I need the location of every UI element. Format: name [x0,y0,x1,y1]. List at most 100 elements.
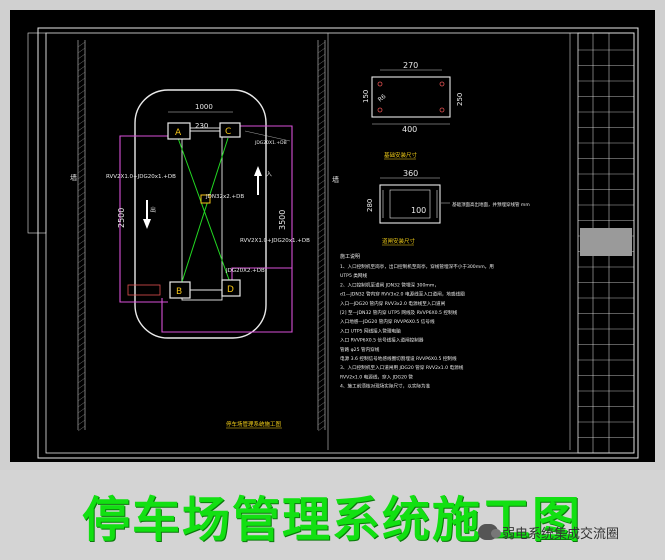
hatch-stroke [77,401,86,408]
hatch-stroke [317,131,326,138]
watermark-text: 弱电系统集成交流圈 [502,526,620,542]
hatch-stroke [77,125,86,132]
hatch-stroke [77,185,86,192]
hatch-stroke [77,383,86,390]
device-d: D [221,279,241,297]
hatch-stroke [317,425,326,432]
hatch-stroke [77,119,86,126]
hatch-stroke [317,257,326,264]
wechat-icon [478,524,501,540]
note-line: 入口 RVVP6X0.5 信号线接入道闸控制器 [340,337,424,344]
hatch-stroke [317,41,326,48]
hatch-stroke [77,245,86,252]
hatch-stroke [317,149,326,156]
hatch-stroke [317,215,326,222]
hatch-stroke [317,401,326,408]
hatch-stroke [317,77,326,84]
hatch-stroke [317,389,326,396]
svg-text:基础顶面高出地面，并预埋穿线管 mm: 基础顶面高出地面，并预埋穿线管 mm [452,201,530,208]
svg-text:施工说明: 施工说明 [340,253,360,260]
driveway-outline [134,89,267,339]
hatch-stroke [317,173,326,180]
hatch-stroke [317,203,326,210]
hatch-stroke [317,407,326,414]
note-line: 入口 UTP5 网线接入管理电脑 [340,327,401,334]
hatch-stroke [317,269,326,276]
hatch-stroke [317,95,326,102]
hatch-stroke [77,107,86,114]
hatch-stroke [317,251,326,258]
hatch-stroke [317,299,326,306]
hatch-stroke [77,47,86,54]
hatch-stroke [77,281,86,288]
hatch-stroke [317,305,326,312]
hatch-stroke [317,161,326,168]
cad-canvas [10,10,655,462]
cable-label-bottom: JDG20X2.+DB [225,268,265,274]
hatch-stroke [317,89,326,96]
hatch-stroke [317,347,326,354]
hatch-stroke [77,53,86,60]
hatch-stroke [317,179,326,186]
hatch-stroke [77,203,86,210]
hatch-stroke [77,209,86,216]
hatch-stroke [77,197,86,204]
hatch-stroke [317,341,326,348]
hatch-stroke [77,137,86,144]
hatch-stroke [317,185,326,192]
hatch-stroke [317,275,326,282]
hatch-stroke [77,329,86,336]
hatch-stroke [317,311,326,318]
hatch-stroke [317,239,326,246]
hatch-stroke [77,131,86,138]
hatch-stroke [317,101,326,108]
hatch-stroke [317,65,326,72]
hatch-stroke [77,251,86,258]
footer-banner: 停车场管理系统施工图 [0,470,665,560]
hatch-stroke [77,377,86,384]
loop-cables [177,137,233,289]
note-line: 入口—JDG20 管内穿 RVV3x2.0 电源线至入口道闸 [340,300,446,307]
hatch-stroke [77,113,86,120]
cable-label-mid: JDN32x2.+DB [205,194,244,200]
hatch-stroke [77,77,86,84]
hatch-stroke [77,275,86,282]
hatch-stroke [77,95,86,102]
hatch-stroke [77,221,86,228]
note-line: RVV2x1.0 电源线，穿入 JDG20 管 [340,373,413,380]
cable-label-top: JDG20X1.+DB [254,140,287,146]
note-line: [2] 至—JDN32 管内穿 UTP5 网线及 RVVP6X0.5 控制线 [340,309,458,316]
hatch-stroke [77,65,86,72]
hatch-stroke [77,149,86,156]
note-line: UTP5 类网线 [340,272,368,279]
hatch-stroke [77,227,86,234]
hatch-stroke [77,407,86,414]
hatch-stroke [77,179,86,186]
hatch-stroke [317,227,326,234]
watermark: 弱电系统集成交流圈 [478,521,619,543]
svg-text:100: 100 [411,206,426,215]
device-b: B [169,281,191,299]
svg-text:270: 270 [403,61,418,70]
hatch-stroke [77,353,86,360]
hatch-stroke [77,299,86,306]
hatch-stroke [77,371,86,378]
svg-text:入: 入 [266,171,272,178]
note-line: d1—JDN32 管内穿 RVV3x2.0 电源线至入口道闸，地感线圈 [340,291,465,298]
hatch-stroke [317,281,326,288]
hatch-stroke [77,173,86,180]
hatch-stroke [77,191,86,198]
hatch-stroke [317,83,326,90]
hatch-stroke [317,167,326,174]
hatch-stroke [317,419,326,426]
hatch-stroke [77,263,86,270]
hatch-stroke [77,89,86,96]
hatch-stroke [77,293,86,300]
hatch-stroke [317,53,326,60]
svg-text:R6: R6 [377,93,388,104]
note-line: 1、入口控制机至岗亭，出口控制机至岗亭，穿线管埋深不小于300mm，用 [340,263,494,270]
hatch-stroke [77,71,86,78]
hatch-stroke [317,125,326,132]
hatch-stroke [317,317,326,324]
